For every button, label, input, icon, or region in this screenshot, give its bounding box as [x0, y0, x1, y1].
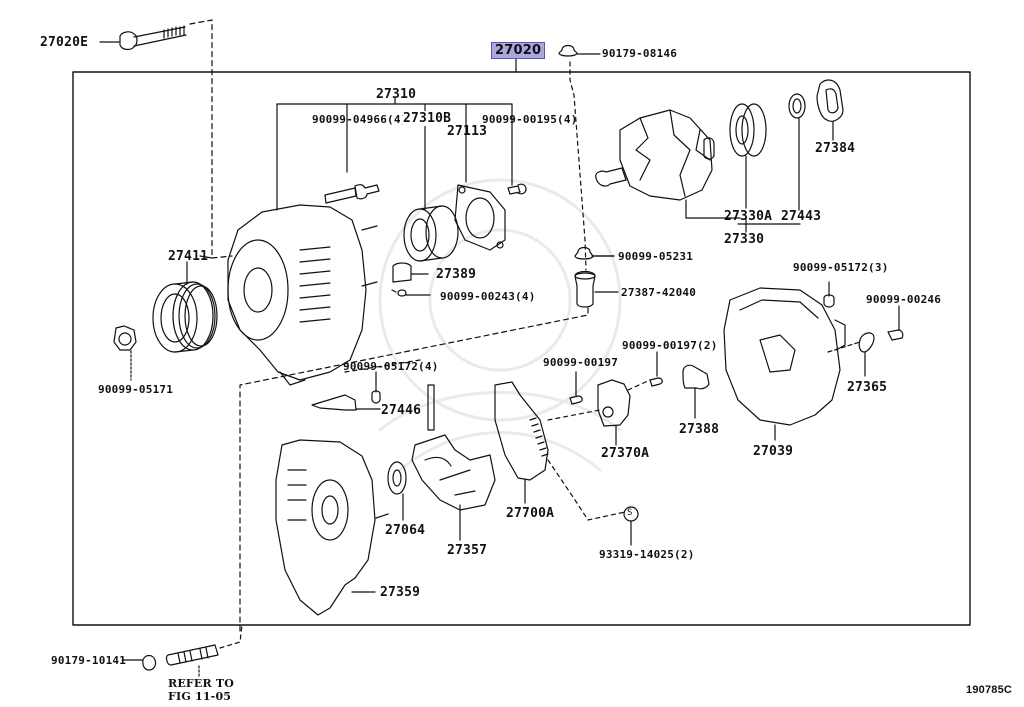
part-label-90099-00197-2[interactable]: 90099-00197(2) — [622, 339, 718, 352]
part-label-27064[interactable]: 27064 — [385, 523, 426, 538]
part-label-27384[interactable]: 27384 — [815, 141, 856, 156]
cap-27389-icon — [391, 262, 431, 297]
part-label-27310[interactable]: 27310 — [376, 87, 417, 102]
part-label-90099-05172-3[interactable]: 90099-05172(3) — [793, 261, 889, 274]
part-label-27330a[interactable]: 27330A — [724, 209, 773, 224]
nut-90179-08146-icon — [558, 44, 601, 271]
part-label-27357[interactable]: 27357 — [447, 543, 488, 558]
part-label-27039[interactable]: 27039 — [753, 444, 794, 459]
screw-90099-00195-icon — [507, 183, 527, 195]
retainer-plate-27113-icon — [454, 184, 506, 251]
part-label-90179-10141[interactable]: 90179-10141 — [51, 654, 127, 667]
part-label-90099-00246[interactable]: 90099-00246 — [866, 293, 942, 306]
part-label-27370a[interactable]: 27370A — [601, 446, 650, 461]
refer-note-line1: REFER TO — [168, 677, 235, 690]
nut-90099-05171-icon — [113, 325, 137, 381]
rear-end-cover-27039-icon — [723, 287, 846, 441]
part-label-90099-05231[interactable]: 90099-05231 — [618, 250, 694, 263]
part-label-90179-08146[interactable]: 90179-08146 — [602, 47, 678, 60]
part-label-90099-05171[interactable]: 90099-05171 — [98, 383, 174, 396]
brush-holder-27370a-icon — [597, 379, 651, 446]
part-label-27446[interactable]: 27446 — [381, 403, 422, 418]
leader-lines — [199, 255, 615, 259]
part-label-27020-highlighted[interactable]: 27020 — [491, 42, 546, 59]
assembly-frame — [72, 71, 971, 626]
through-bolt-icon — [165, 624, 243, 677]
screw-93319-14025-icon — [623, 506, 639, 546]
stud-bolt-icon — [324, 184, 380, 204]
rectifier-27357-icon — [411, 384, 496, 541]
part-label-27411[interactable]: 27411 — [168, 249, 209, 264]
part-label-27389[interactable]: 27389 — [436, 267, 477, 282]
part-label-27365[interactable]: 27365 — [847, 380, 888, 395]
drive-end-frame-icon — [227, 204, 378, 386]
part-label-27359[interactable]: 27359 — [380, 585, 421, 600]
part-label-90099-00195[interactable]: 90099-00195(4) — [482, 113, 578, 126]
part-label-90099-04966[interactable]: 90099-04966(4) — [312, 113, 408, 126]
washer-27064-icon — [387, 461, 407, 521]
part-label-27443[interactable]: 27443 — [781, 209, 822, 224]
s-mark: S — [627, 508, 633, 518]
regulator-27700a-icon — [494, 381, 626, 521]
bearing-27330a-icon — [729, 103, 801, 233]
screw-90099-00197-icon — [569, 371, 583, 405]
rotor-icon — [595, 109, 741, 219]
nut-90099-05172-b-icon — [371, 371, 381, 404]
washer-27443-icon — [788, 93, 806, 211]
bolt-washer-90179-10141-icon — [121, 654, 157, 671]
bolt-27020e-icon — [99, 19, 213, 259]
part-label-27113[interactable]: 27113 — [447, 124, 488, 139]
insulator-27388-icon — [682, 364, 710, 419]
part-label-27700a[interactable]: 27700A — [506, 506, 555, 521]
nut-90099-05172-a-icon — [823, 281, 835, 308]
bushing-27387-icon — [239, 270, 619, 636]
part-label-27387-42040[interactable]: 27387-42040 — [621, 286, 697, 299]
rectifier-end-frame-27359-icon — [275, 439, 389, 616]
terminal-27446-icon — [311, 359, 421, 411]
part-label-27388[interactable]: 27388 — [679, 422, 720, 437]
watermark-logo — [378, 178, 622, 472]
screw-90099-00246-icon — [887, 305, 904, 341]
part-label-27330[interactable]: 27330 — [724, 232, 765, 247]
part-label-27020e[interactable]: 27020E — [40, 35, 89, 50]
cover-27384-icon — [816, 79, 844, 141]
screw-90099-00197-b-icon — [649, 351, 663, 387]
insulator-27365-icon — [827, 332, 875, 377]
part-label-90099-00197[interactable]: 90099-00197 — [543, 356, 619, 369]
part-label-90099-00243[interactable]: 90099-00243(4) — [440, 290, 536, 303]
pulley-27411-icon — [152, 261, 218, 353]
bearing-27310b-icon — [403, 205, 459, 262]
part-label-90099-05172-4[interactable]: 90099-05172(4) — [343, 360, 439, 373]
refer-note-line2[interactable]: FIG 11-05 — [168, 690, 232, 703]
part-label-93319-14025[interactable]: 93319-14025(2) — [599, 548, 695, 561]
figure-code: 190785C — [966, 684, 1013, 696]
part-label-27310b[interactable]: 27310B — [403, 111, 452, 126]
